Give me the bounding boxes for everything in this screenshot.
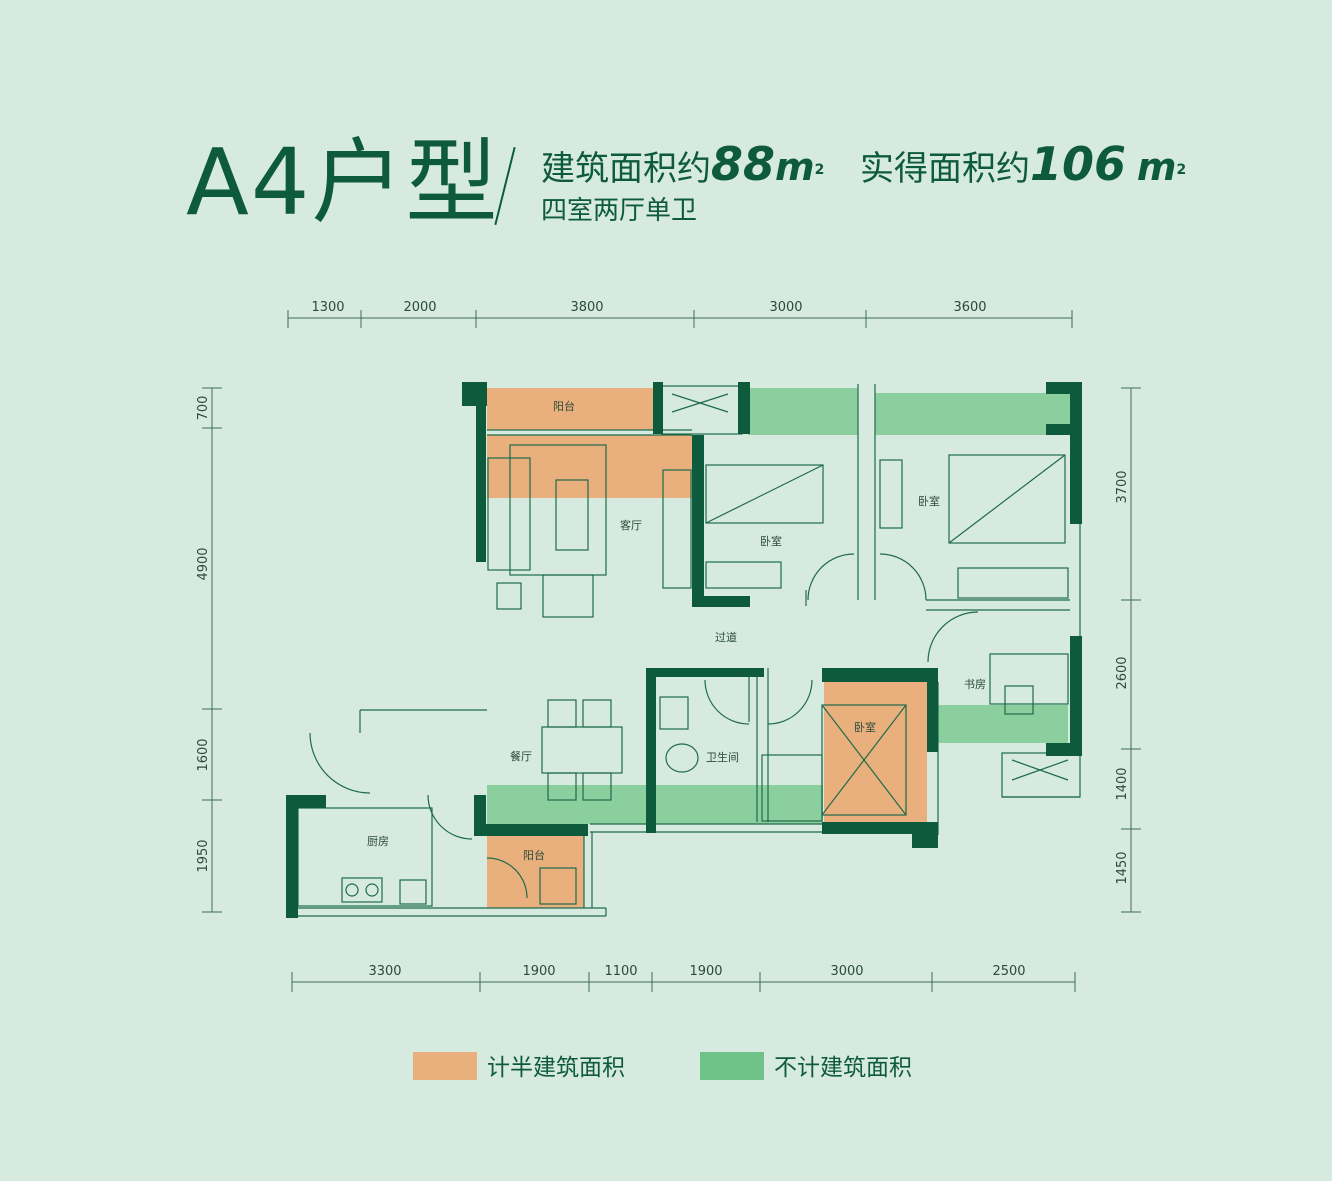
dim-left-4: 1950 <box>196 839 211 872</box>
wardrobe-1 <box>705 561 782 589</box>
door-bedroom-1 <box>807 553 855 601</box>
stove <box>341 877 383 903</box>
bed-1 <box>705 464 824 524</box>
layout-subtitle: 四室两厅单卫 <box>541 196 698 226</box>
door-study <box>927 611 979 663</box>
furniture-lines <box>286 384 1081 917</box>
side-table <box>496 582 522 610</box>
dim-bottom-1: 3300 <box>368 964 401 979</box>
room-label-study: 书房 <box>964 678 986 691</box>
excluded-study-strip <box>938 705 1068 743</box>
dim-top-3: 3800 <box>570 300 603 315</box>
actual-area-unit-sup: 2 <box>1176 162 1187 178</box>
room-label-corridor: 过道 <box>715 630 737 644</box>
sofa <box>487 457 531 571</box>
actual-area-label: 实得面积约 <box>860 149 1030 189</box>
dim-left-3: 1600 <box>196 738 211 771</box>
sink <box>399 879 427 905</box>
legend-half-area-swatch <box>413 1052 477 1080</box>
dim-bottom-2: 1900 <box>522 964 555 979</box>
armchair <box>542 574 594 618</box>
room-label-bedroom-3: 卧室 <box>854 720 876 734</box>
tv-cabinet <box>662 469 692 589</box>
dim-bottom-3: 1100 <box>604 964 637 979</box>
dim-left-2: 4900 <box>196 547 211 580</box>
building-area-value: 88 <box>711 137 776 191</box>
study-chair <box>1004 685 1034 715</box>
door-entry <box>309 732 371 794</box>
kitchen-counter <box>297 807 433 907</box>
legend-excluded-area-label: 不计建筑面积 <box>774 1055 912 1081</box>
dim-bottom-6: 2500 <box>992 964 1025 979</box>
dim-top-2: 2000 <box>403 300 436 315</box>
building-area-label: 建筑面积约 <box>541 149 711 189</box>
door-bathroom <box>704 679 750 725</box>
excluded-bay-window-1 <box>748 388 858 435</box>
door-bedroom-3 <box>767 679 813 725</box>
dining-table <box>541 726 623 774</box>
dim-top-5: 3600 <box>953 300 986 315</box>
wardrobe-2 <box>957 567 1069 599</box>
half-area-balcony-top <box>487 388 653 430</box>
door-kitchen <box>427 794 473 840</box>
actual-area-value: 106 <box>1030 137 1127 191</box>
half-area-bedroom-3 <box>824 682 927 822</box>
room-label-balcony-bottom: 阳台 <box>523 848 545 862</box>
excluded-bay-window-2 <box>875 393 1070 435</box>
door-bedroom-2 <box>879 553 927 601</box>
legend-excluded-area-swatch <box>700 1052 764 1080</box>
room-label-bedroom-2: 卧室 <box>918 494 940 508</box>
room-label-balcony-top: 阳台 <box>553 399 575 413</box>
door-balcony <box>486 857 528 899</box>
walls <box>286 382 1082 918</box>
dimension-labels: 1300 2000 3800 3000 3600 3300 1900 1100 … <box>196 300 1130 979</box>
washbasin <box>659 696 689 730</box>
dim-bottom-4: 1900 <box>689 964 722 979</box>
dim-top-1: 1300 <box>311 300 344 315</box>
unit-type-title: A4户型 <box>186 129 500 236</box>
study-desk <box>989 653 1069 705</box>
bed-2 <box>948 454 1066 544</box>
room-label-bathroom: 卫生间 <box>706 750 739 764</box>
room-label-living: 客厅 <box>620 518 642 532</box>
ac-unit-study <box>1001 752 1081 798</box>
title-block: A4户型 建筑面积约88m2 实得面积约106 m2 四室两厅单卫 <box>186 128 1186 248</box>
dimension-lines <box>202 310 1141 992</box>
dim-right-3: 1400 <box>1115 767 1130 800</box>
building-area-unit: m <box>775 145 815 189</box>
room-label-bedroom-1: 卧室 <box>760 534 782 548</box>
toilet <box>665 743 699 773</box>
dim-bottom-5: 3000 <box>830 964 863 979</box>
dim-top-4: 3000 <box>769 300 802 315</box>
half-area-balcony-bottom <box>487 836 584 908</box>
legend-half-area-label: 计半建筑面积 <box>487 1055 625 1081</box>
room-label-kitchen: 厨房 <box>367 835 389 848</box>
bed-3 <box>821 704 907 816</box>
washer <box>539 867 577 905</box>
building-area-unit-sup: 2 <box>814 162 825 178</box>
ac-unit-top <box>661 385 743 435</box>
room-label-dining: 餐厅 <box>510 749 532 763</box>
coffee-table <box>555 479 589 551</box>
area-line: 建筑面积约88m2 实得面积约106 m2 <box>541 141 1187 191</box>
dim-right-2: 2600 <box>1115 656 1130 689</box>
room-labels: 阳台 客厅 卧室 卧室 过道 书房 餐厅 卫生间 卧室 厨房 阳台 <box>367 399 986 862</box>
desk-2 <box>879 459 903 529</box>
dim-left-1: 700 <box>196 396 211 421</box>
dim-right-4: 1450 <box>1115 851 1130 884</box>
actual-area-unit: m <box>1136 145 1177 189</box>
dim-right-1: 3700 <box>1115 470 1130 503</box>
